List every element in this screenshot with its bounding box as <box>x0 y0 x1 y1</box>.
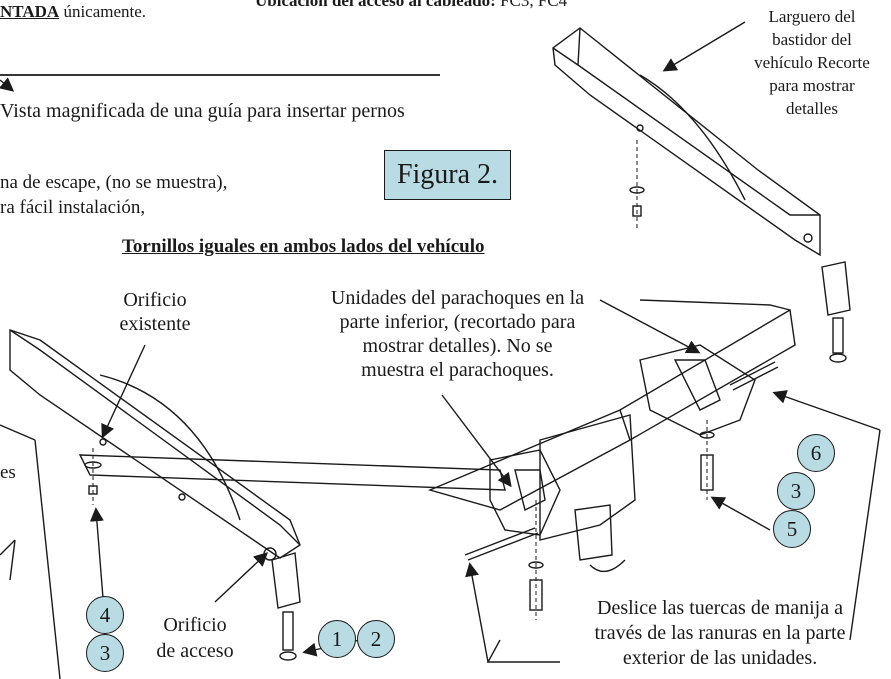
bumper-units-line-4: muestra el parachoques. <box>361 359 554 381</box>
existing-hole-line-1: Orificio <box>123 289 187 311</box>
wiring-access-label: Ubicación del acceso al cableado: <box>255 0 496 10</box>
callout-3-left: 3 <box>86 634 124 672</box>
slide-nuts-label: Deslice las tuercas de manija a través d… <box>555 596 885 671</box>
callout-6: 6 <box>797 434 835 472</box>
callout-5: 5 <box>773 510 811 548</box>
callout-1: 1 <box>318 620 356 658</box>
side-cut-note: es <box>0 462 16 483</box>
top-left-bold: NTADA <box>0 2 60 21</box>
figure-label: Figura 2. <box>384 150 511 200</box>
existing-hole-line-2: existente <box>119 313 191 335</box>
slide-nuts-line-1: Deslice las tuercas de manija a <box>597 597 843 619</box>
bumper-units-line-3: mostrar detalles). No se <box>362 335 553 357</box>
access-hole-line-2: de acceso <box>156 640 234 662</box>
wiring-access-location: Ubicación del acceso al cableado: FC3, F… <box>255 0 567 11</box>
callout-2: 2 <box>357 620 395 658</box>
frame-rail-line-2: bastidor del <box>772 30 852 49</box>
section-title: Tornillos iguales en ambos lados del veh… <box>122 236 485 257</box>
bumper-units-label: Unidades del parachoques en la parte inf… <box>285 286 630 382</box>
top-left-note: NTADA únicamente. <box>0 2 146 22</box>
figure-label-text: Figura 2. <box>396 159 499 190</box>
slide-nuts-line-3: exterior de las unidades. <box>622 647 818 669</box>
frame-rail-label: Larguero del bastidor del vehículo Recor… <box>733 5 891 120</box>
frame-rail-line-4: para mostrar <box>769 76 855 95</box>
slide-nuts-line-2: través de las ranuras en la parte <box>594 622 846 644</box>
top-left-rest: únicamente. <box>59 2 147 21</box>
bumper-units-line-1: Unidades del parachoques en la <box>330 287 585 309</box>
access-hole-line-1: Orificio <box>163 614 227 636</box>
callout-4: 4 <box>86 596 124 634</box>
exhaust-note-line1: na de escape, (no se muestra), <box>0 172 228 193</box>
magnified-view-note: Vista magnificada de una guía para inser… <box>0 100 405 122</box>
exhaust-note-line2: ra fácil instalación, <box>0 197 146 218</box>
frame-rail-line-1: Larguero del <box>768 7 856 26</box>
frame-rail-line-3: vehículo Recorte <box>754 53 870 72</box>
bumper-units-line-2: parte inferior, (recortado para <box>339 311 576 333</box>
frame-rail-line-5: detalles <box>786 99 838 118</box>
wiring-access-value: FC3, FC4 <box>495 0 568 10</box>
callout-3-right: 3 <box>777 472 815 510</box>
access-hole-label: Orificio de acceso <box>140 612 250 664</box>
existing-hole-label: Orificio existente <box>95 288 215 336</box>
